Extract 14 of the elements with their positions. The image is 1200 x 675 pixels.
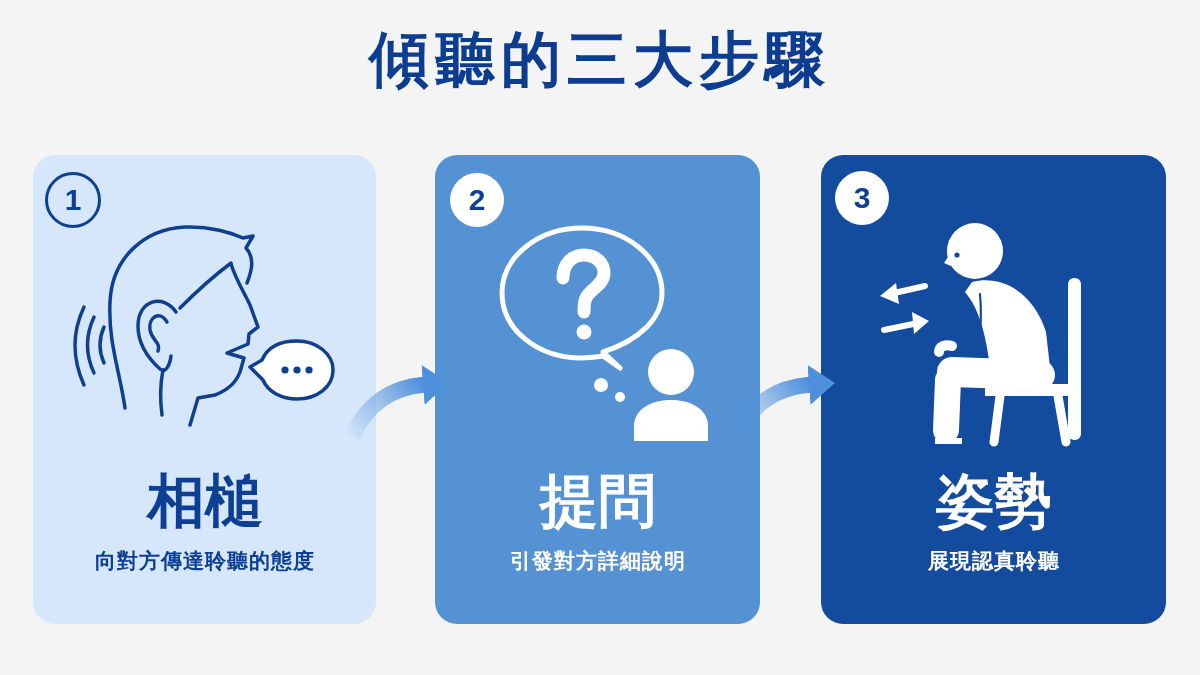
step-heading: 姿勢 (934, 470, 1053, 534)
title: 傾聽的三大步驟 (367, 26, 832, 92)
step-card (821, 155, 1166, 624)
step-number: 1 (45, 172, 101, 228)
step-number: 3 (835, 171, 889, 225)
step-card (33, 155, 376, 624)
step-description: 引發對方詳細說明 (508, 549, 687, 575)
step-heading: 相槌 (145, 470, 264, 534)
step-description: 展現認真聆聽 (926, 549, 1061, 575)
step-description: 向對方傳達聆聽的態度 (93, 549, 316, 575)
step-card (435, 155, 760, 624)
step-heading: 提問 (538, 470, 657, 534)
curved-arrow (344, 365, 449, 441)
step-number: 2 (450, 173, 504, 227)
